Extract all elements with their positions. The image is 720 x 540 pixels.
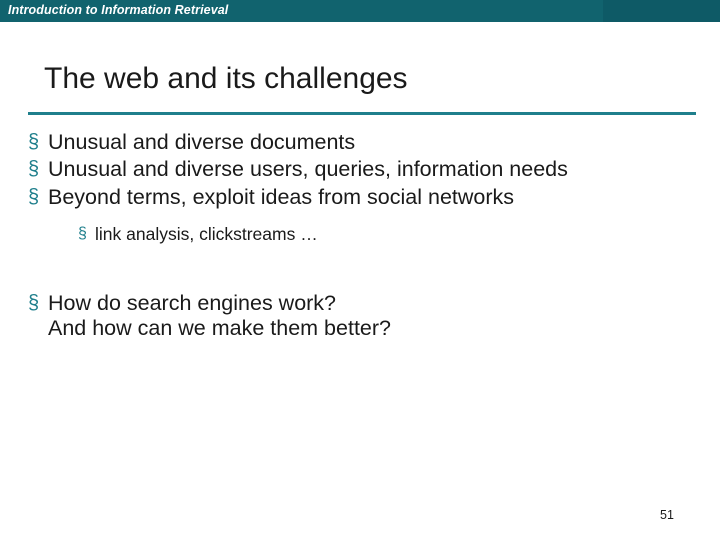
header-title: Introduction to Information Retrieval (8, 3, 229, 17)
list-item: § How do search engines work? And how ca… (28, 291, 698, 342)
title-divider (28, 112, 696, 115)
bullet-marker-icon: § (28, 158, 40, 181)
bullet-marker-icon: § (28, 185, 40, 208)
bullet-marker-icon: § (28, 131, 40, 153)
bullet-marker-icon: § (78, 225, 87, 243)
list-item: § Unusual and diverse users, queries, in… (28, 157, 698, 182)
page-title: The web and its challenges (44, 62, 408, 95)
header-bar: Introduction to Information Retrieval (0, 0, 720, 22)
bullet-list: § Unusual and diverse documents § Unusua… (28, 130, 698, 343)
page-number: 51 (660, 508, 674, 522)
sub-list-item-label: link analysis, clickstreams … (95, 224, 318, 245)
header-bar-accent (603, 0, 720, 22)
list-item: § Beyond terms, exploit ideas from socia… (28, 185, 698, 210)
bullet-marker-icon: § (28, 291, 40, 314)
list-item-label: Beyond terms, exploit ideas from social … (48, 184, 515, 209)
list-spacer (28, 247, 698, 291)
list-item-label: Unusual and diverse users, queries, info… (48, 157, 568, 182)
list-item: § Unusual and diverse documents (28, 130, 698, 155)
sub-list-item: § link analysis, clickstreams … (78, 224, 698, 245)
list-item-label: How do search engines work? And how can … (48, 290, 391, 341)
list-item-label: Unusual and diverse documents (48, 130, 356, 154)
